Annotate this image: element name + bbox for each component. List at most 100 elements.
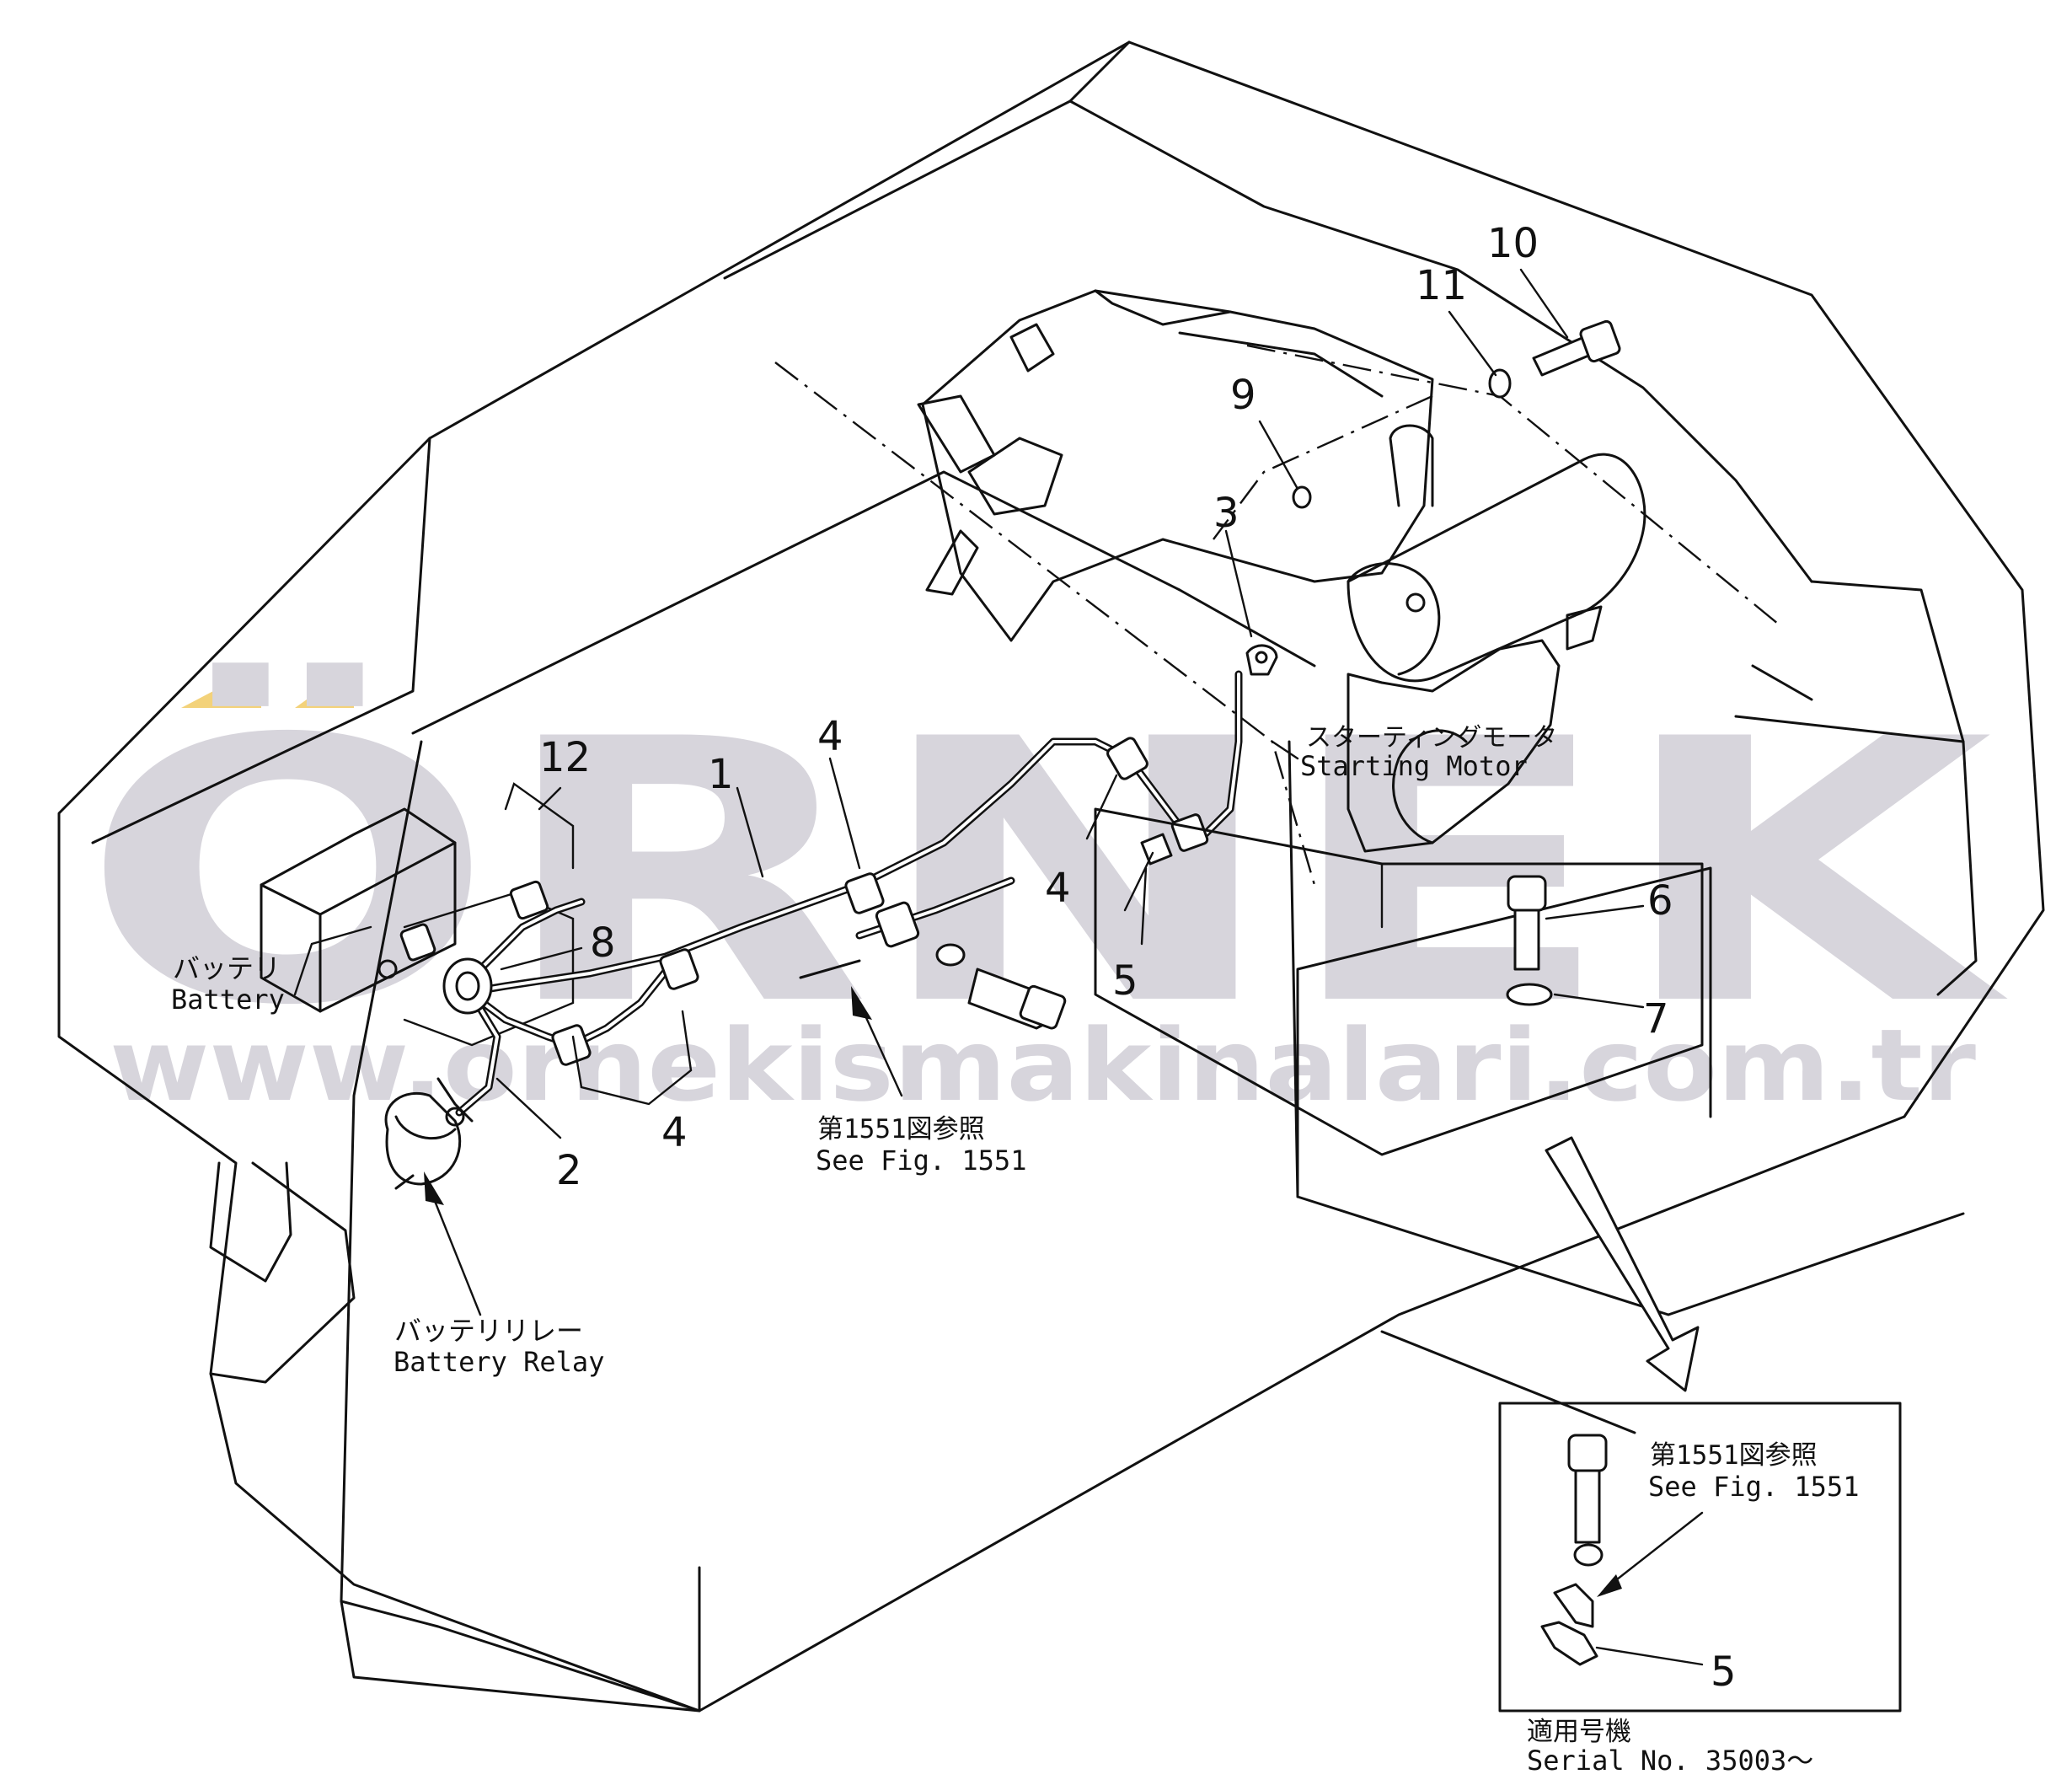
center-line-2 [1246, 344, 1779, 624]
leader-8 [500, 946, 583, 971]
inset-frame [1498, 1402, 1902, 1713]
watermark-accent-right [295, 666, 354, 708]
leader-5 [1140, 866, 1148, 946]
machine-frame [57, 40, 2045, 1713]
leader-1 [736, 786, 764, 878]
bolt-6-head [1507, 875, 1547, 912]
inset-bolt-shank [1574, 1469, 1601, 1544]
frame-body-top [411, 470, 1316, 735]
starter-cap [1392, 729, 1468, 844]
muffler-outlet [1405, 592, 1426, 613]
terminal-ring-relay [445, 1107, 465, 1127]
callout-5-inset: 5 [1711, 1648, 1737, 1696]
engine-bracket [1566, 605, 1603, 651]
bolt-10-head [1579, 319, 1621, 363]
inset-see-fig-jp: 第1551図参照 [1650, 1440, 1818, 1471]
panel-line-a [1380, 1330, 1636, 1434]
frame-step-left [209, 1161, 356, 1384]
relay-body [384, 1091, 462, 1186]
leader-3 [1224, 529, 1253, 638]
frame-lower-right [1296, 866, 1712, 1198]
callout-9: 9 [1230, 372, 1256, 419]
clip-5-bracket [1140, 833, 1173, 866]
bracket-box-4 [571, 1010, 693, 1106]
relay-label-en: Battery Relay [394, 1346, 604, 1378]
counterweight-left [209, 1161, 292, 1283]
frame-bottom-inner [340, 1566, 701, 1713]
frame-upper-line [1068, 99, 1813, 583]
inset-leader-5 [1595, 1646, 1704, 1666]
watermark-accent-left [181, 666, 261, 708]
clip-2 [659, 948, 699, 990]
clip-5 [875, 901, 920, 948]
detail-panel-right [1094, 807, 1704, 1156]
callout-4c: 4 [661, 1109, 688, 1156]
washer-11 [1488, 368, 1512, 399]
leader-9 [1258, 420, 1299, 490]
battery-top [260, 841, 457, 1013]
leader-4b [1085, 774, 1118, 840]
callout-11: 11 [1416, 262, 1467, 309]
clip-6 [399, 923, 436, 962]
callout-8: 8 [590, 919, 616, 967]
callout-4b: 4 [1045, 865, 1071, 912]
leader-starter [1271, 740, 1299, 760]
battery [260, 807, 575, 1047]
grommet-inner [455, 971, 480, 1001]
muffler-pipe [1389, 424, 1434, 507]
arrow-relay [424, 1171, 444, 1205]
washer-center [935, 943, 966, 967]
leader-4a [828, 757, 861, 870]
frame-left-slope [91, 437, 431, 844]
see-fig-label-jp: 第1551図参照 [817, 1114, 985, 1144]
clamp-3-hole [1255, 651, 1268, 664]
leader-6 [1545, 904, 1645, 920]
callout-1: 1 [708, 751, 734, 798]
relay-label-jp: バッテリリレー [394, 1315, 583, 1347]
inset-bolt-head [1567, 1434, 1608, 1472]
leader-battery [293, 925, 372, 996]
fan-blade-lower [925, 529, 979, 596]
clips [399, 737, 1209, 1066]
frame-right-body [1288, 740, 1965, 1316]
inset-arrow-see-fig [1597, 1574, 1622, 1597]
leader-7 [1553, 993, 1645, 1009]
battery-label-en: Battery [171, 984, 285, 1016]
frame-outline-outer [57, 40, 2045, 1713]
battery-label-jp: バッテリ [173, 952, 281, 984]
bolt-6-shank [1513, 909, 1540, 971]
panel-line-c [1751, 664, 1813, 701]
battery-box [260, 807, 457, 1013]
part-5-lead [1123, 851, 1154, 912]
callout-6: 6 [1647, 877, 1673, 925]
fan-hub [967, 437, 1063, 516]
serial-label-jp: 適用号機 [1527, 1717, 1631, 1747]
panel-line-b [1734, 715, 1965, 743]
inset-terminal [1553, 1583, 1594, 1628]
clip-4 [1106, 737, 1148, 780]
inset-arrow-shape [1545, 1136, 1700, 1392]
callout-2: 2 [556, 1147, 582, 1194]
inset-clip [1540, 1621, 1598, 1666]
serial-label-en: Serial No. 35003～ [1527, 1745, 1813, 1777]
harness-relay-lead-inner [458, 993, 499, 1114]
inset-detail [1498, 1402, 1902, 1713]
leader-10 [1519, 268, 1569, 339]
center-line-3 [1213, 394, 1433, 540]
text-labels: バッテリ Battery バッテリリレー Battery Relay スターティ… [171, 723, 1859, 1777]
leader-2 [495, 1077, 562, 1139]
callout-12: 12 [539, 734, 591, 781]
callout-5: 5 [1112, 957, 1138, 1005]
ground-wire [436, 1077, 474, 1123]
starter-motor [1347, 639, 1561, 853]
clip-8 [1170, 813, 1209, 852]
grommet-ring [442, 957, 493, 1015]
harness-battery-lead-inner [462, 900, 583, 988]
leader-11 [1448, 310, 1497, 377]
terminal-ring-battery [377, 959, 398, 979]
bolt-center-head [1019, 984, 1067, 1030]
muffler-body [1347, 453, 1646, 683]
grommet [442, 957, 493, 1015]
